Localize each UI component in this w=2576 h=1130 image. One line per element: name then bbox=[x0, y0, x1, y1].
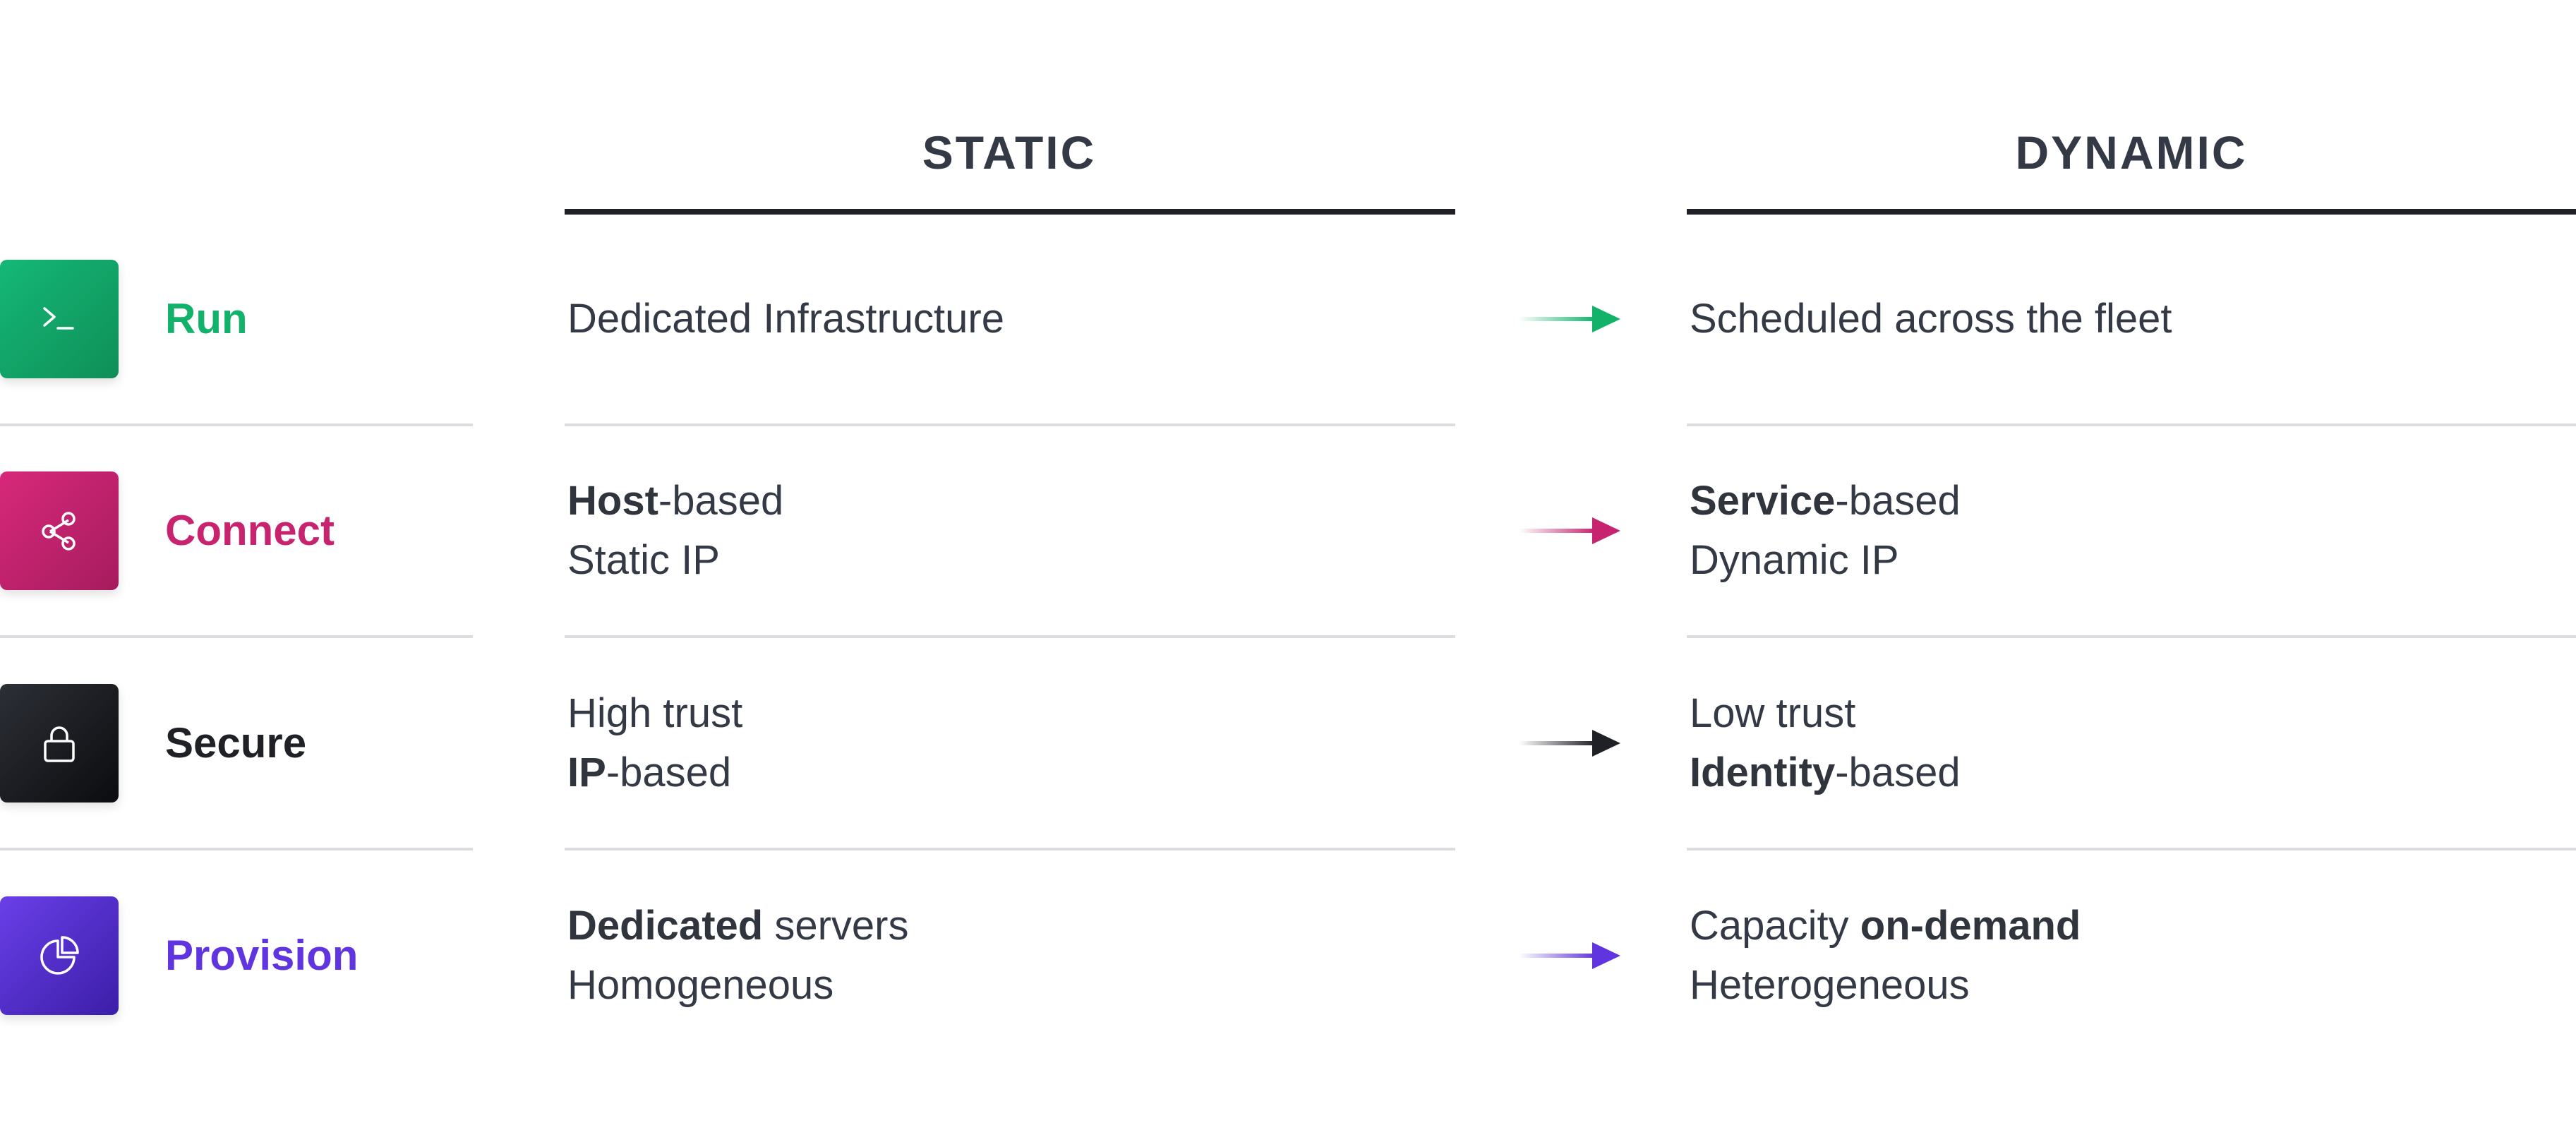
cell-line: Homogeneous bbox=[567, 956, 908, 1015]
plain-text: -based bbox=[1835, 750, 1961, 795]
plain-text: Static IP bbox=[567, 537, 720, 583]
plain-text: -based bbox=[658, 478, 784, 524]
transition-arrow-icon bbox=[1517, 301, 1623, 337]
emphasis-text: IP bbox=[567, 750, 606, 795]
plain-text: Capacity bbox=[1690, 903, 1860, 949]
transition-arrow-icon bbox=[1517, 726, 1623, 761]
cell-line: Host-based bbox=[567, 471, 783, 531]
plain-text: Low trust bbox=[1690, 690, 1856, 736]
transition-arrow-icon bbox=[1517, 513, 1623, 548]
row-divider bbox=[1687, 848, 2576, 850]
lock-icon bbox=[35, 719, 84, 768]
row-divider bbox=[0, 423, 473, 426]
plain-text: -based bbox=[1835, 478, 1961, 524]
plain-text: Dedicated Infrastructure bbox=[567, 296, 1004, 342]
row-divider bbox=[0, 635, 473, 638]
cell-line: Low trust bbox=[1690, 684, 1961, 743]
cell-line: Identity-based bbox=[1690, 743, 1961, 803]
dynamic-header-rule bbox=[1687, 209, 2576, 215]
cell-line: Static IP bbox=[567, 531, 783, 590]
secure-icon-tile bbox=[0, 684, 119, 803]
share-nodes-icon bbox=[35, 506, 84, 555]
plain-text: servers bbox=[763, 903, 909, 949]
plain-text: -based bbox=[606, 750, 732, 795]
emphasis-text: Service bbox=[1690, 478, 1836, 524]
cell-line: Capacity on-demand bbox=[1690, 896, 2081, 956]
dynamic-cell: Scheduled across the fleet bbox=[1690, 289, 2172, 349]
row-label: Run bbox=[165, 295, 248, 342]
static-column-header: STATIC bbox=[922, 126, 1097, 179]
emphasis-text: on-demand bbox=[1860, 903, 2081, 949]
static-header-rule bbox=[565, 209, 1455, 215]
row-label: Provision bbox=[165, 932, 359, 979]
row-label: Connect bbox=[165, 507, 335, 554]
cell-line: Dynamic IP bbox=[1690, 531, 1961, 590]
row-divider bbox=[1687, 635, 2576, 638]
run-icon-tile bbox=[0, 260, 119, 378]
emphasis-text: Host bbox=[567, 478, 658, 524]
dynamic-column-header: DYNAMIC bbox=[2015, 126, 2248, 179]
cell-line: Service-based bbox=[1690, 471, 1961, 531]
pie-chart-icon bbox=[35, 931, 84, 980]
transition-arrow-icon bbox=[1517, 938, 1623, 973]
plain-text: Heterogeneous bbox=[1690, 962, 1970, 1008]
plain-text: Homogeneous bbox=[567, 962, 834, 1008]
emphasis-text: Dedicated bbox=[567, 903, 764, 949]
plain-text: High trust bbox=[567, 690, 743, 736]
plain-text: Dynamic IP bbox=[1690, 537, 1899, 583]
row-divider bbox=[1687, 423, 2576, 426]
cell-line: Dedicated Infrastructure bbox=[567, 289, 1004, 349]
cell-line: Scheduled across the fleet bbox=[1690, 289, 2172, 349]
provision-icon-tile bbox=[0, 896, 119, 1015]
emphasis-text: Identity bbox=[1690, 750, 1836, 795]
cell-line: Heterogeneous bbox=[1690, 956, 2081, 1015]
row-label: Secure bbox=[165, 719, 307, 767]
terminal-prompt-icon bbox=[35, 294, 84, 344]
connect-icon-tile bbox=[0, 471, 119, 590]
cell-line: High trust bbox=[567, 684, 742, 743]
row-divider bbox=[565, 423, 1455, 426]
row-divider bbox=[0, 848, 473, 850]
cell-line: Dedicated servers bbox=[567, 896, 908, 956]
plain-text: Scheduled across the fleet bbox=[1690, 296, 2172, 342]
row-divider bbox=[565, 848, 1455, 850]
row-divider bbox=[565, 635, 1455, 638]
static-cell: Dedicated Infrastructure bbox=[567, 289, 1004, 349]
cell-line: IP-based bbox=[567, 743, 742, 803]
